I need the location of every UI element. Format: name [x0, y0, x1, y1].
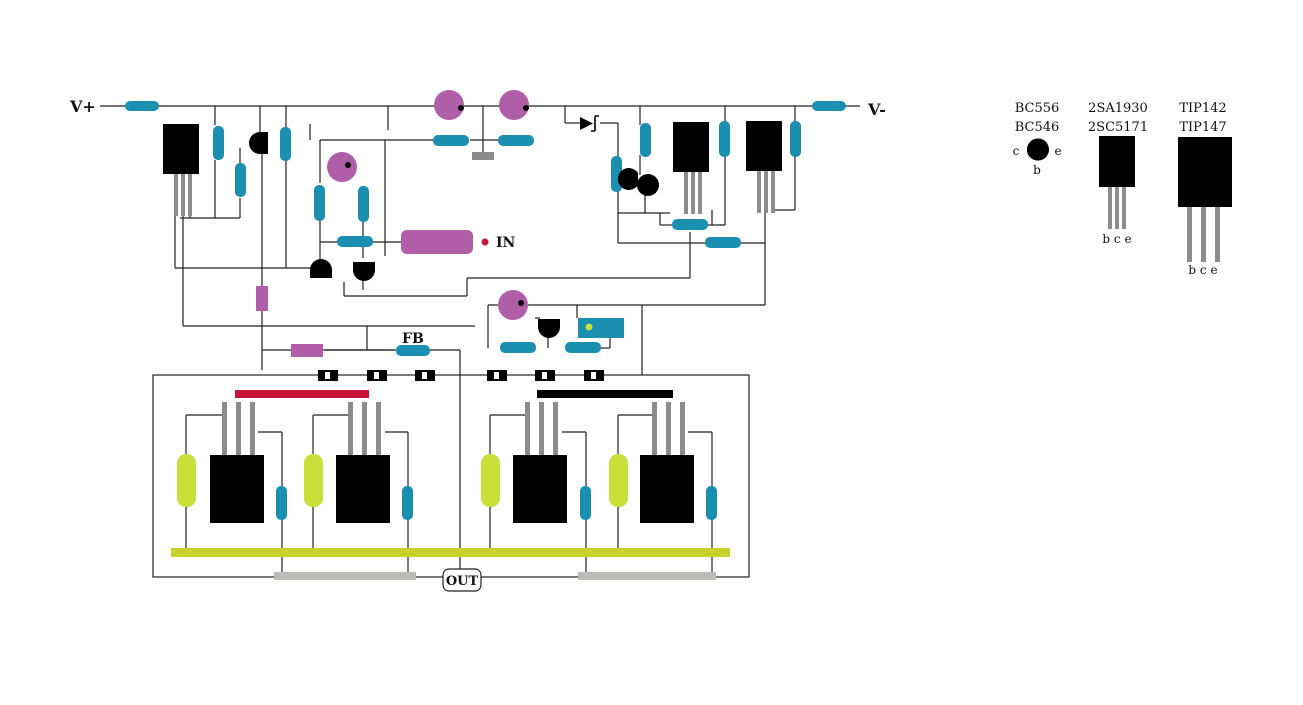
legend-driver-pins: b c e [1102, 232, 1131, 246]
polarity-dot [345, 162, 351, 168]
legend-power-lead [1215, 207, 1220, 262]
capacitor [499, 90, 529, 120]
resistor [314, 185, 325, 221]
feedback-label: FB [402, 331, 424, 347]
legend-small-line2: BC546 [1015, 120, 1060, 135]
v-plus-label: V+ [69, 97, 96, 116]
legend-driver-line2: 2SC5171 [1088, 120, 1148, 135]
small-transistor [353, 262, 375, 281]
resistor [402, 486, 413, 520]
output-bus-bar-right [578, 572, 716, 580]
resistor [812, 101, 846, 111]
legend-small-line1: BC556 [1015, 101, 1060, 116]
small-transistors [249, 132, 659, 338]
resistor [500, 342, 536, 353]
positive-rail-bar [235, 390, 369, 398]
output-terminal [442, 568, 482, 592]
ground-pad [472, 152, 494, 160]
negative-rail-bar [537, 390, 673, 398]
capacitor [327, 152, 357, 182]
capacitor [434, 90, 464, 120]
capacitor-small [291, 344, 323, 357]
legend-driver-lead [1115, 187, 1119, 229]
capacitor-small [256, 286, 268, 311]
small-transistor-body [637, 174, 659, 196]
resistor [640, 123, 651, 157]
resistor [396, 345, 430, 356]
legend-power-transistor [1178, 137, 1232, 207]
resistor [433, 135, 469, 146]
resistor [125, 101, 159, 111]
resistor [280, 127, 291, 161]
resistor [213, 126, 224, 160]
resistor [672, 219, 708, 230]
legend-driver-lead [1108, 187, 1112, 229]
capacitors [256, 90, 529, 357]
polarity-dot [523, 105, 529, 111]
input-dot [481, 238, 489, 246]
bias-diodes [318, 370, 604, 381]
resistor [358, 186, 369, 222]
resistor [276, 486, 287, 520]
wiring [100, 105, 860, 578]
polarity-dot [518, 300, 524, 306]
resistor [337, 236, 373, 247]
resistors [125, 101, 846, 520]
polarity-dot [458, 105, 464, 111]
trimmer-wiper [585, 323, 593, 331]
capacitor [498, 290, 528, 320]
resistor [565, 342, 601, 353]
legend-power-pins: b c e [1188, 263, 1217, 277]
emitter-bus-bar [171, 548, 730, 557]
legend-power-line1: TIP142 [1179, 101, 1226, 116]
legend-driver-transistor [1099, 136, 1135, 187]
legend-power-lead [1187, 207, 1192, 262]
driver-transistors [163, 121, 782, 216]
legend-small-body [1027, 140, 1047, 160]
resistor [790, 121, 801, 157]
legend-power-line2: TIP147 [1179, 120, 1226, 135]
output-label: OUT [446, 574, 479, 589]
small-transistor [617, 168, 638, 196]
legend-driver-line1: 2SA1930 [1088, 101, 1148, 116]
legend-small-pin-c: c [1013, 144, 1020, 158]
v-minus-label: V- [867, 100, 886, 119]
resistor [580, 486, 591, 520]
legend-small-pin-e: e [1054, 144, 1061, 158]
legend-driver-lead [1122, 187, 1126, 229]
resistor [498, 135, 534, 146]
resistor [235, 163, 246, 197]
small-transistor [538, 319, 560, 338]
resistor [705, 237, 741, 248]
output-bus-bar-left [274, 572, 416, 580]
zener-diode [580, 115, 599, 132]
output-transistors [210, 402, 694, 523]
trimmer-potentiometer [578, 318, 624, 338]
input-label: IN [496, 235, 516, 251]
legend-power-lead [1201, 207, 1206, 262]
emitter-resistors [177, 454, 628, 507]
resistor [719, 121, 730, 157]
small-transistor [249, 132, 268, 154]
resistor [706, 486, 717, 520]
pinout-legend: BC556 BC546 c e b 2SA1930 2SC5171 b c e … [1013, 101, 1232, 277]
input-capacitor [401, 230, 473, 254]
small-transistor [310, 259, 332, 278]
legend-small-pin-b: b [1033, 163, 1041, 177]
